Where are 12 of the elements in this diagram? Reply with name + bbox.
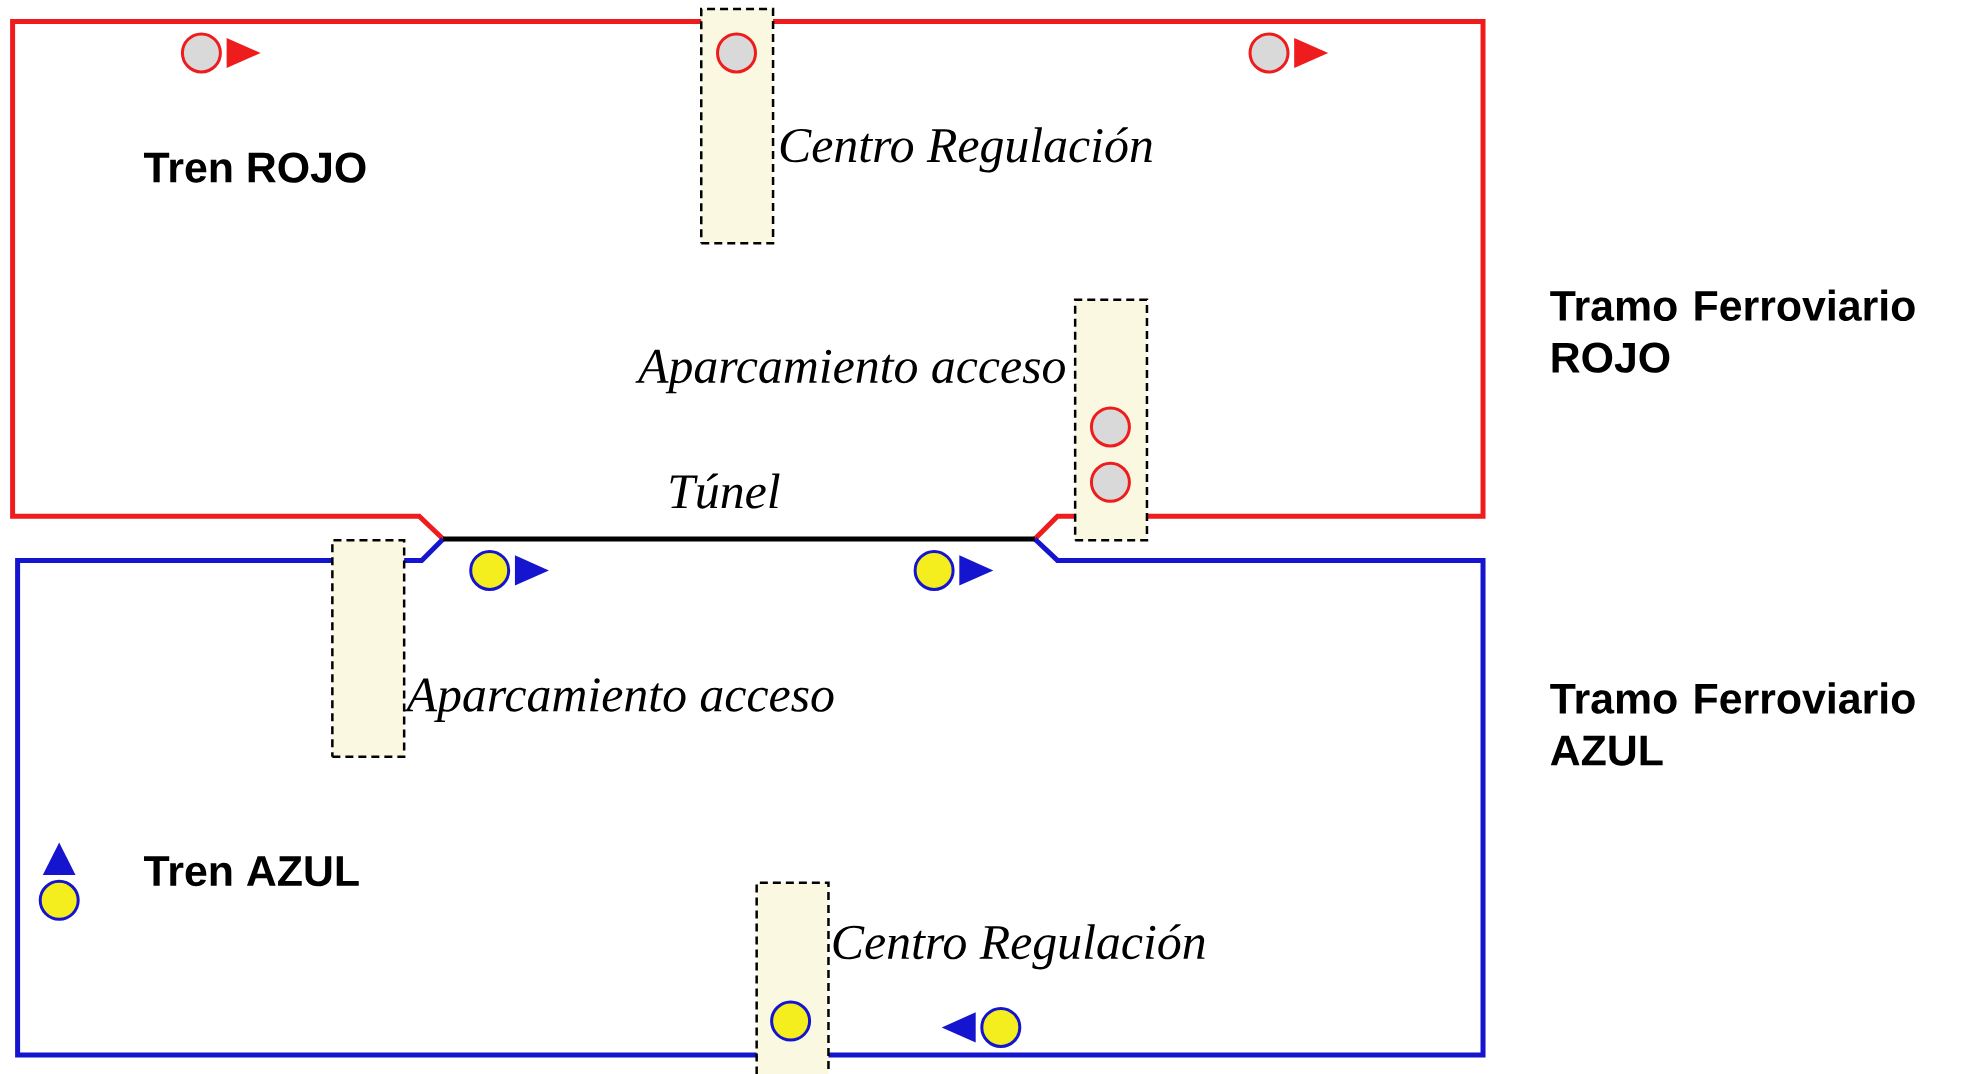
zone-box xyxy=(755,881,830,1074)
zone-label: Centro Regulación xyxy=(780,127,1152,173)
zone-label: Aparcamiento acceso xyxy=(403,678,834,722)
train-label: Tren ROJO xyxy=(144,152,366,183)
zone-label: Aparcamiento acceso xyxy=(635,349,1065,394)
tunnel-label: Túnel xyxy=(670,473,780,509)
zone-label: Centro Regulación xyxy=(833,924,1205,970)
train-label: Tren AZUL xyxy=(144,856,359,887)
zone-box xyxy=(331,539,406,758)
section-label: Tramo Ferroviario ROJO xyxy=(1550,289,1915,373)
section-label: Tramo Ferroviario AZUL xyxy=(1550,682,1915,766)
zone-box xyxy=(700,7,775,245)
